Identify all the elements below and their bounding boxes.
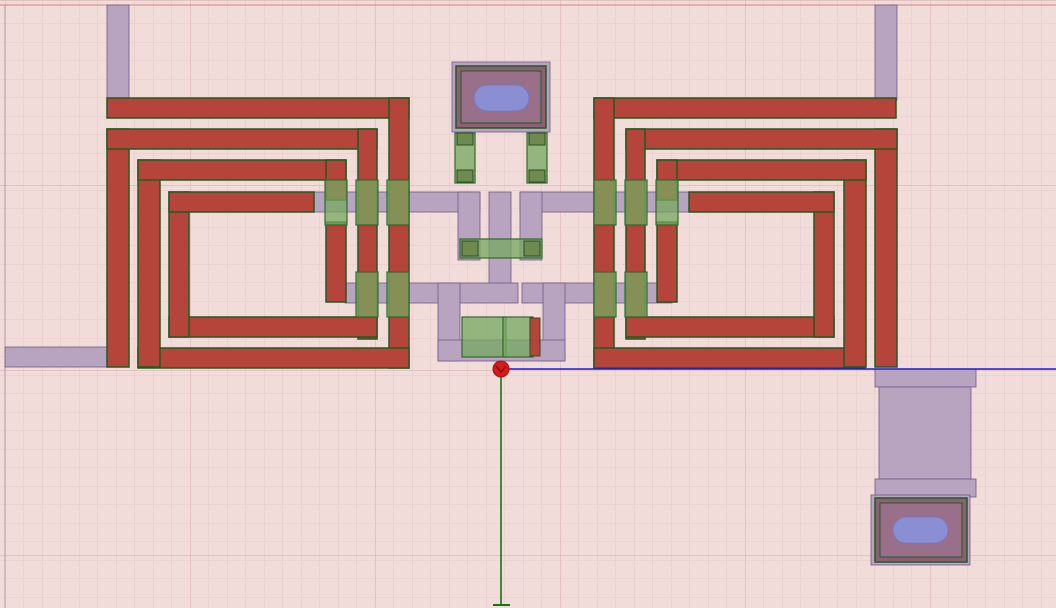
via[interactable]	[624, 179, 648, 226]
via-cap	[528, 132, 546, 146]
via[interactable]	[655, 179, 679, 226]
right-coil-seg	[593, 347, 866, 369]
via[interactable]	[355, 271, 379, 318]
origin-marker[interactable]	[492, 360, 510, 378]
right-coil-seg	[593, 97, 897, 119]
right-coil-seg	[843, 159, 867, 368]
top-pad-opening	[473, 84, 530, 112]
right-coil-seg	[656, 221, 678, 303]
right-coil-seg	[625, 316, 835, 338]
via[interactable]	[624, 271, 648, 318]
via[interactable]	[459, 238, 543, 259]
right-coil-seg	[688, 191, 835, 213]
via-cap	[456, 169, 474, 183]
left-coil-seg	[168, 316, 378, 338]
right-lead-body[interactable]	[878, 386, 972, 480]
right-coil-seg	[874, 128, 898, 368]
bottom-right-pad[interactable]	[874, 497, 968, 563]
right-lead-top-flange[interactable]	[874, 368, 977, 388]
bottom-pad-opening	[892, 516, 949, 544]
right-coil-seg	[593, 97, 615, 369]
left-coil-seg	[388, 97, 410, 369]
top-pad[interactable]	[455, 65, 547, 129]
via[interactable]	[386, 179, 410, 226]
via[interactable]	[386, 271, 410, 318]
left-coil-seg	[137, 159, 347, 181]
via[interactable]	[593, 179, 617, 226]
capacitor-plate[interactable]	[502, 316, 534, 358]
left-coil-seg	[106, 128, 130, 368]
right-coil-seg	[656, 159, 867, 181]
left-top-lead[interactable]	[106, 4, 130, 101]
left-coil-seg	[137, 347, 410, 369]
right-lead-bottom-flange[interactable]	[874, 478, 977, 498]
via-cap	[461, 240, 479, 257]
capacitor-electrode	[529, 317, 541, 357]
left-side-lead[interactable]	[4, 346, 110, 368]
origin-marker-arrow-icon	[495, 365, 507, 373]
left-coil-seg	[106, 128, 378, 150]
right-top-lead[interactable]	[874, 4, 898, 101]
via-cap-layer	[456, 132, 546, 357]
via[interactable]	[324, 179, 348, 226]
left-inductor[interactable]	[106, 97, 410, 369]
left-coil-seg	[106, 97, 410, 119]
right-coil-seg	[813, 191, 835, 338]
capacitor-plate[interactable]	[461, 316, 507, 358]
left-coil-seg	[137, 159, 161, 368]
via-cap	[456, 132, 474, 146]
via[interactable]	[593, 271, 617, 318]
via[interactable]	[355, 179, 379, 226]
via-cap	[523, 240, 541, 257]
left-coil-seg	[325, 221, 347, 303]
via-cap	[528, 169, 546, 183]
right-coil-seg	[625, 128, 898, 150]
left-coil-seg	[168, 191, 315, 213]
left-coil-seg	[168, 191, 190, 338]
